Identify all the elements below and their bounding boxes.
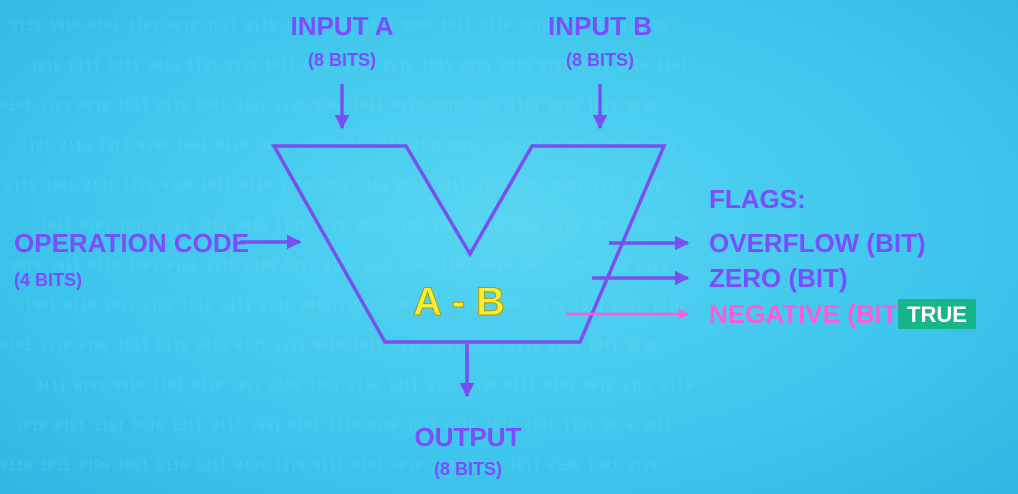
flag-overflow-label: OVERFLOW (BIT) — [709, 228, 926, 258]
operation-label: A - B — [413, 280, 505, 324]
negative-true-badge-text: TRUE — [907, 302, 967, 327]
flag-negative-label: NEGATIVE (BIT) — [709, 299, 906, 329]
flags-title: FLAGS: — [709, 184, 806, 214]
opcode-size: (4 BITS) — [14, 270, 82, 290]
flag-zero-label: ZERO (BIT) — [709, 263, 848, 293]
svg-text:0110 1010 0101 1101 0010 1011: 0110 1010 0101 1101 0010 1011 0110 1001 … — [10, 19, 667, 34]
input-b-title: INPUT B — [548, 11, 652, 41]
svg-text:0010 1011 0110 1001 0101 1110: 0010 1011 0110 1001 0101 1110 0100 1011 … — [10, 259, 667, 274]
output-size: (8 BITS) — [434, 459, 502, 479]
input-a-title: INPUT A — [290, 11, 393, 41]
input-a-size: (8 BITS) — [308, 50, 376, 70]
svg-text:1010 0101 1101 0010 1011 0110: 1010 0101 1101 0010 1011 0110 1001 0101 … — [15, 419, 672, 434]
alu-shape — [270, 144, 667, 344]
svg-text:1001 0110 1011 0101 1010 0111: 1001 0110 1011 0101 1010 0111 0101 0010 … — [25, 299, 682, 314]
svg-text:1011 0101 1010 0111 0101 0010: 1011 0101 1010 0111 0101 0010 1101 0110 … — [40, 219, 697, 234]
input-b-size: (8 BITS) — [566, 50, 634, 70]
svg-text:1010 0111 0101 0010 1101 0110: 1010 0111 0101 0010 1101 0110 1011 0100 … — [30, 59, 687, 74]
svg-text:0110 1011 0100 1001 0110 1011: 0110 1011 0100 1001 0110 1011 0101 1010 … — [0, 459, 657, 474]
output-title: OUTPUT — [415, 422, 522, 452]
svg-text:0101 1101 0010 1011 0110 1001: 0101 1101 0010 1011 0110 1001 0101 1110 … — [0, 99, 657, 114]
opcode-title: OPERATION CODE — [14, 228, 249, 258]
negative-true-badge — [898, 299, 976, 329]
svg-text:0111 0101 0010 1101 0110 1011: 0111 0101 0010 1101 0110 1011 0100 1001 … — [35, 379, 692, 394]
svg-text:0110 1001 0101 1110 0100 1011: 0110 1001 0101 1110 0100 1011 0110 1010 … — [5, 179, 662, 194]
